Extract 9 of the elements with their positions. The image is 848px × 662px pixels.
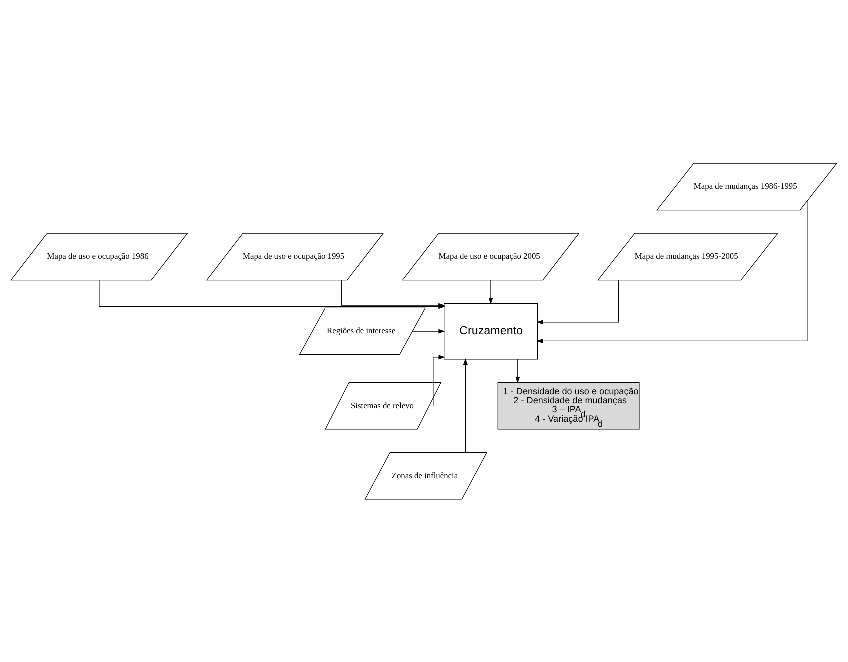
arrow	[433, 354, 446, 406]
arrow	[341, 280, 446, 308]
arrow	[516, 358, 520, 384]
arrow	[488, 280, 494, 304]
arrow	[463, 358, 468, 452]
arrow	[536, 200, 808, 343]
node-box: Cruzamento	[444, 302, 538, 360]
arrow	[412, 328, 446, 334]
arrow	[536, 280, 620, 324]
